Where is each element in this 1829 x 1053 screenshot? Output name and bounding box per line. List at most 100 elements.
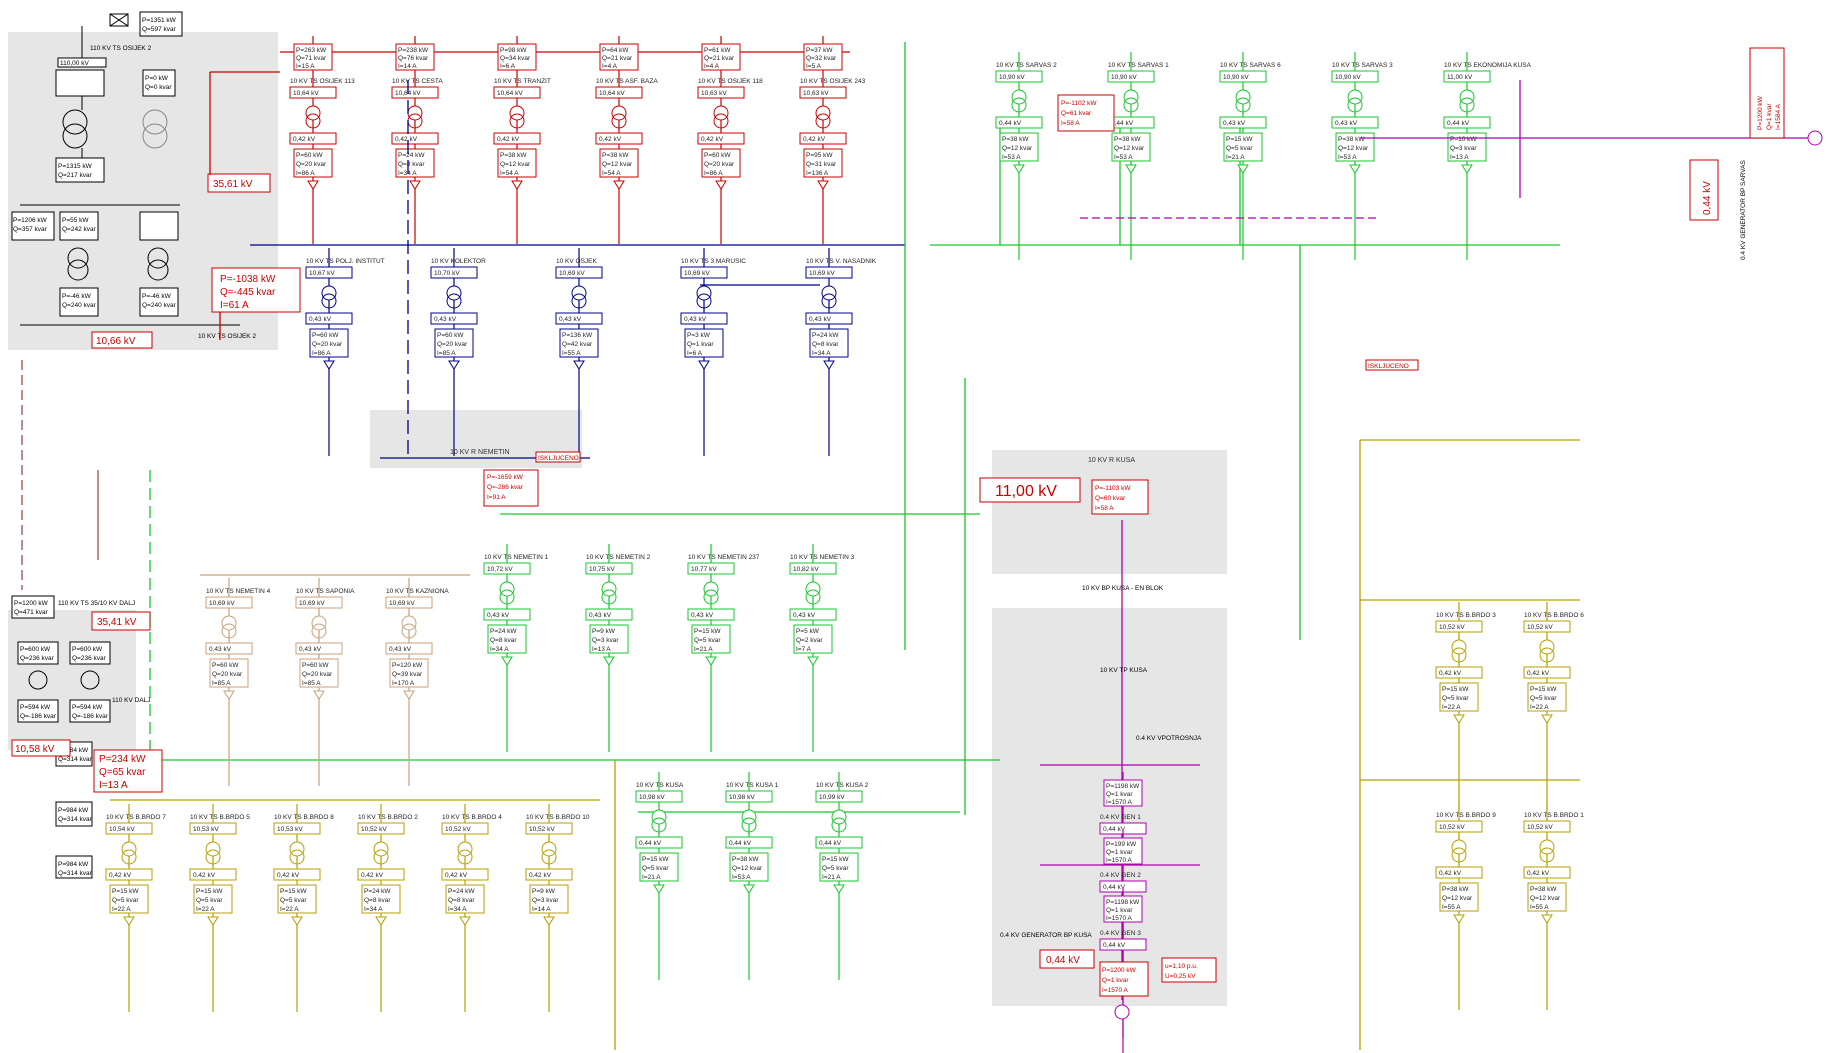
meter-box-zero-1[interactable] [142, 69, 176, 97]
blue-load-box-0[interactable] [309, 328, 349, 358]
red-load-box-2[interactable] [497, 148, 537, 178]
olive-lower-lv-box-0[interactable] [105, 868, 153, 881]
blue-load-box-1[interactable] [434, 328, 474, 358]
red-lv-box-4[interactable] [697, 132, 745, 145]
olive-right-load-box-2[interactable] [1439, 882, 1479, 912]
tan-load-box-1[interactable] [299, 658, 339, 688]
meter-box-dali-b[interactable] [69, 641, 111, 665]
green-upper-load-box-1[interactable] [1111, 132, 1151, 162]
olive-right-load-box-1[interactable] [1527, 682, 1567, 712]
olive-lower-bus-box-2[interactable] [273, 822, 321, 835]
red-load-box-3[interactable] [599, 148, 639, 178]
olive-lower-load-box-4[interactable] [445, 884, 485, 914]
meter-box-dali-f[interactable] [55, 801, 93, 827]
red-flow-box-0[interactable] [293, 43, 333, 71]
green-bottom-lv-box-2[interactable] [815, 836, 863, 849]
green-upper-feeder-1[interactable]: 10 KV TS SARVAS 110,90 kV0,44 kVP=38 kWQ… [1107, 52, 1169, 260]
green-bottom-bus-box-2[interactable] [815, 790, 863, 803]
green-bottom-load-box-0[interactable] [639, 852, 679, 882]
olive-right-bus-box-2[interactable] [1435, 820, 1483, 833]
tan-bus-box-0[interactable] [205, 596, 253, 609]
green-lower-bus-box-0[interactable] [483, 562, 531, 575]
green-lower-lv-box-3[interactable] [789, 608, 837, 621]
green-lower-lv-box-2[interactable] [687, 608, 735, 621]
olive-lower-lv-box-5[interactable] [525, 868, 573, 881]
green-lower-feeder-1[interactable]: 10 KV TS NEMETIN 210,75 kV0,43 kVP=9 kWQ… [585, 544, 651, 752]
red-flow-box-4[interactable] [701, 43, 741, 71]
olive-lower-load-box-5[interactable] [529, 884, 569, 914]
green-upper-feeder-0[interactable]: 10 KV TS SARVAS 210,90 kV0,44 kVP=38 kWQ… [995, 52, 1057, 260]
red-bus-box-2[interactable] [493, 86, 541, 99]
meter-box-dali-g[interactable] [55, 855, 93, 879]
olive-right-load-box-3[interactable] [1527, 882, 1567, 912]
olive-lower-bus-box-4[interactable] [441, 822, 489, 835]
green-bottom-lv-box-0[interactable] [635, 836, 683, 849]
green-lower-bus-box-2[interactable] [687, 562, 735, 575]
olive-lower-feeder-1[interactable]: 10 KV TS B.BRDO 510,53 kV0,42 kVP=15 kWQ… [189, 804, 250, 1012]
green-upper-bus-box-0[interactable] [995, 70, 1043, 83]
green-bottom-load-box-1[interactable] [729, 852, 769, 882]
green-bottom-load-box-2[interactable] [819, 852, 859, 882]
olive-right-lv-box-2[interactable] [1435, 866, 1483, 879]
olive-lower-feeder-2[interactable]: 10 KV TS B.BRDO 810,53 kV0,42 kVP=15 kWQ… [273, 804, 334, 1012]
blue-bus-box-2[interactable] [555, 266, 603, 279]
olive-lower-feeder-3[interactable]: 10 KV TS B.BRDO 210,52 kV0,42 kVP=24 kWQ… [357, 804, 418, 1012]
green-lower-feeder-0[interactable]: 10 KV TS NEMETIN 110,72 kV0,43 kVP=24 kW… [483, 544, 549, 752]
olive-right-bus-box-1[interactable] [1523, 620, 1571, 633]
green-lower-load-box-2[interactable] [691, 624, 731, 654]
green-upper-bus-box-2[interactable] [1219, 70, 1267, 83]
tan-bus-box-2[interactable] [385, 596, 433, 609]
olive-right-feeder-2[interactable]: 10 KV TS B.BRDO 910,52 kV0,42 kVP=38 kWQ… [1435, 802, 1496, 1010]
blue-load-box-4[interactable] [809, 328, 849, 358]
blue-lv-box-0[interactable] [305, 312, 353, 325]
red-lv-box-1[interactable] [391, 132, 439, 145]
olive-lower-lv-box-3[interactable] [357, 868, 405, 881]
green-upper-bus-box-3[interactable] [1331, 70, 1379, 83]
tan-lv-box-0[interactable] [205, 642, 253, 655]
tan-load-box-0[interactable] [209, 658, 249, 688]
red-bus-box-4[interactable] [697, 86, 745, 99]
tan-feeder-0[interactable]: 10 KV TS NEMETIN 410,69 kV0,43 kVP=60 kW… [205, 578, 271, 786]
olive-lower-load-box-0[interactable] [109, 884, 149, 914]
olive-right-lv-box-3[interactable] [1523, 866, 1571, 879]
red-load-box-5[interactable] [803, 148, 843, 178]
meter-box-110kv-out[interactable] [55, 69, 105, 97]
olive-right-lv-box-1[interactable] [1523, 666, 1571, 679]
tan-bus-box-1[interactable] [295, 596, 343, 609]
blue-bus-box-3[interactable] [680, 266, 728, 279]
blue-lv-box-1[interactable] [430, 312, 478, 325]
olive-lower-bus-box-3[interactable] [357, 822, 405, 835]
green-upper-lv-box-4[interactable] [1443, 116, 1491, 129]
green-bottom-bus-box-0[interactable] [635, 790, 683, 803]
green-lower-bus-box-1[interactable] [585, 562, 633, 575]
blue-lv-box-3[interactable] [680, 312, 728, 325]
red-load-box-4[interactable] [701, 148, 741, 178]
olive-lower-bus-box-0[interactable] [105, 822, 153, 835]
blue-lv-box-4[interactable] [805, 312, 853, 325]
meter-box-t6[interactable] [59, 287, 99, 317]
meter-box-t7[interactable] [139, 287, 179, 317]
green-upper-bus-box-1[interactable] [1107, 70, 1155, 83]
red-lv-box-0[interactable] [289, 132, 337, 145]
red-bus-box-0[interactable] [289, 86, 337, 99]
green-upper-bus-box-4[interactable] [1443, 70, 1491, 83]
meter-box-t4[interactable] [59, 211, 99, 241]
red-flow-box-2[interactable] [497, 43, 537, 71]
olive-lower-load-box-3[interactable] [361, 884, 401, 914]
green-upper-lv-box-2[interactable] [1219, 116, 1267, 129]
green-lower-load-box-0[interactable] [487, 624, 527, 654]
olive-lower-feeder-0[interactable]: 10 KV TS B.BRDO 710,54 kV0,42 kVP=15 kWQ… [105, 804, 166, 1012]
meter-box-dali-t[interactable] [11, 595, 55, 619]
red-bus-box-1[interactable] [391, 86, 439, 99]
